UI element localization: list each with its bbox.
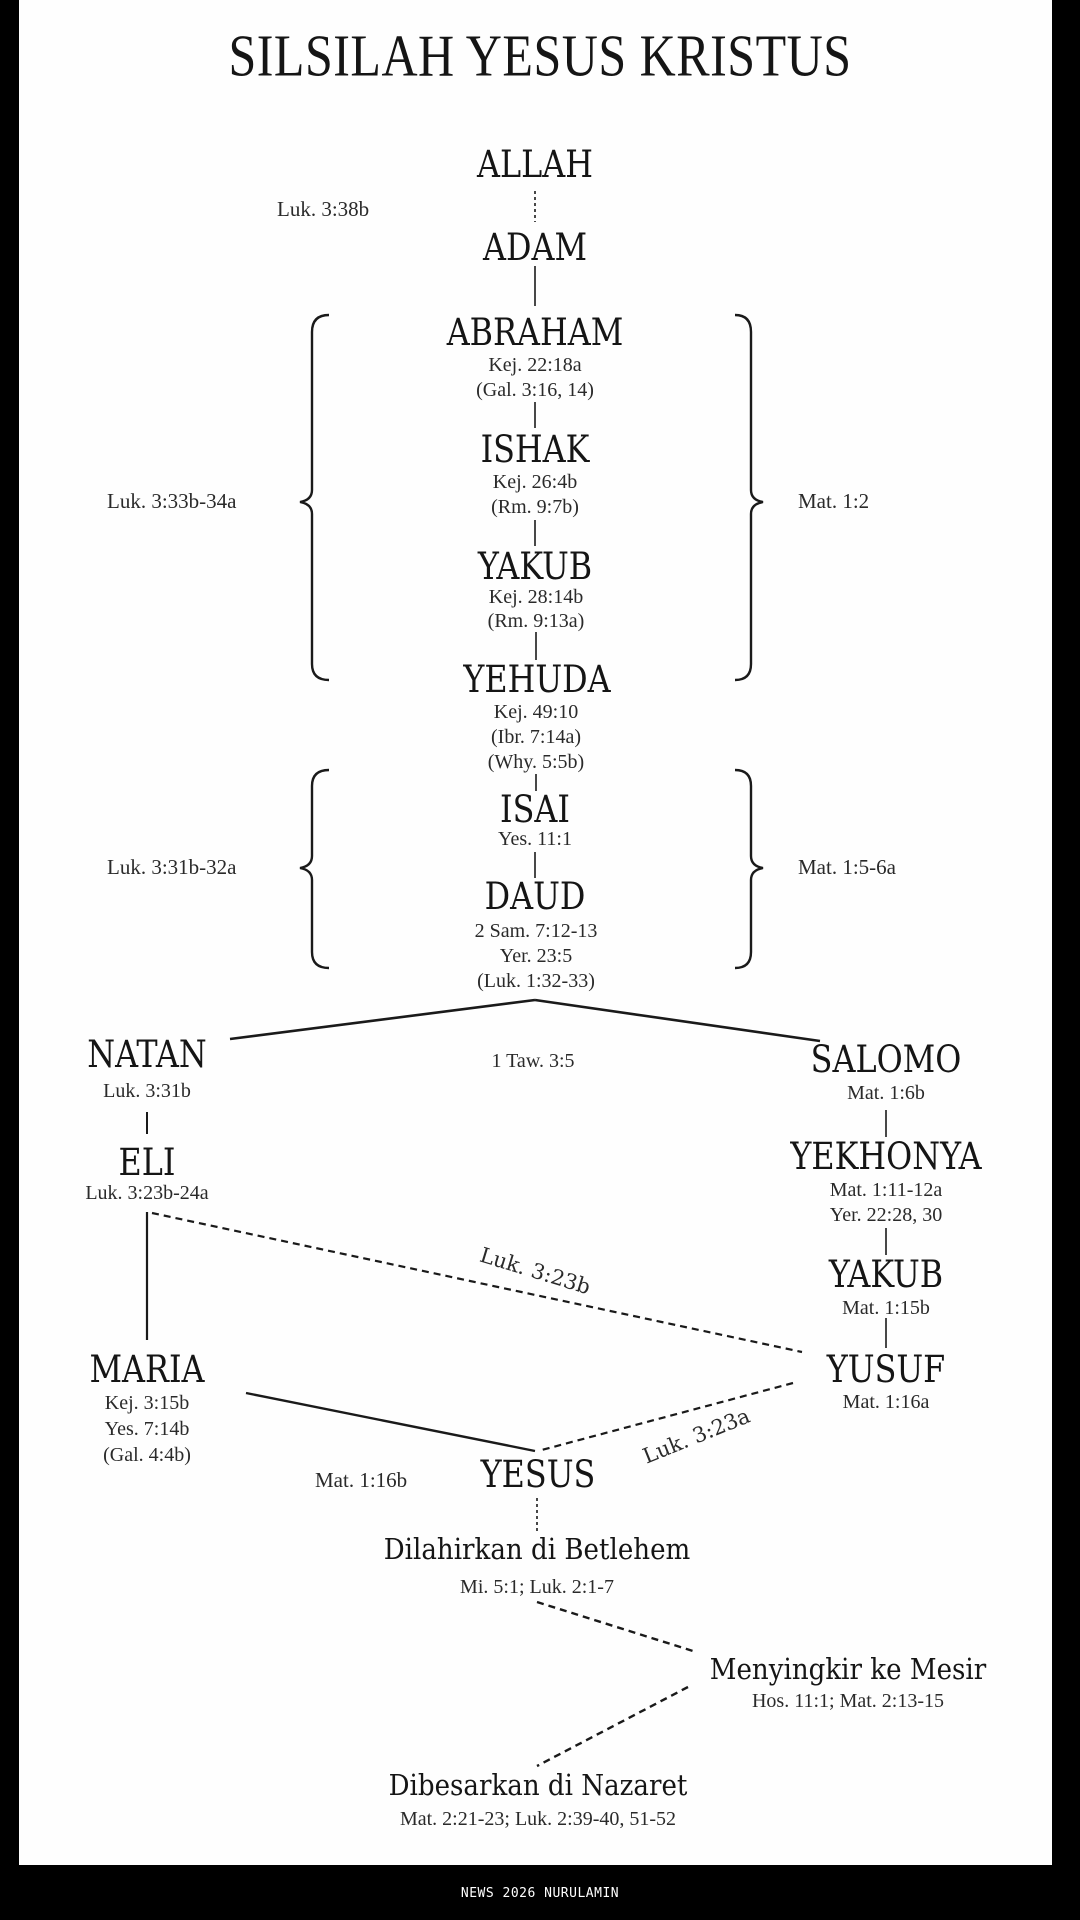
page-title: SILSILAH YESUS KRISTUS bbox=[228, 22, 852, 89]
eli-yusuf-dashed-line bbox=[151, 1211, 803, 1354]
person-maria: MARIA bbox=[89, 1348, 205, 1391]
person-abraham: ABRAHAM bbox=[446, 311, 624, 354]
person-yehuda: YEHUDA bbox=[463, 658, 611, 701]
daud-ref-2: Yer. 23:5 bbox=[499, 945, 573, 967]
person-salomo: SALOMO bbox=[810, 1038, 962, 1081]
person-adam: ADAM bbox=[482, 226, 588, 269]
event-raised-nazareth-refs: Mat. 2:21-23; Luk. 2:39-40, 51-52 bbox=[399, 1808, 677, 1830]
maria-ref-2: Yes. 7:14b bbox=[104, 1418, 190, 1440]
event-born-bethlehem: Dilahirkan di Betlehem bbox=[383, 1532, 691, 1566]
person-yusuf: YUSUF bbox=[826, 1348, 946, 1391]
person-isai: ISAI bbox=[500, 788, 570, 831]
maria-ref-3: (Gal. 4:4b) bbox=[103, 1444, 191, 1466]
daud-salomo-line bbox=[534, 998, 821, 1043]
daud-natan-line bbox=[229, 998, 536, 1041]
betlehem-mesir-dashed-line bbox=[536, 1600, 694, 1653]
yusuf-yesus-dashed-line bbox=[537, 1381, 794, 1453]
mesir-nazaret-dashed-line bbox=[536, 1685, 689, 1768]
ishak-ref-2: (Rm. 9:7b) bbox=[491, 496, 579, 518]
eli-ref-1: Luk. 3:23b-24a bbox=[85, 1182, 209, 1204]
abraham-ref-1: Kej. 22:18a bbox=[488, 354, 582, 376]
bracket-2-right-label: Mat. 1:5-6a bbox=[798, 855, 896, 879]
right-brace-2 bbox=[734, 768, 764, 970]
allah-adam-ref: Luk. 3:38b bbox=[277, 197, 370, 221]
salomo-ref-1: Mat. 1:6b bbox=[847, 1082, 925, 1104]
person-allah: ALLAH bbox=[477, 143, 593, 186]
branch-ref: 1 Taw. 3:5 bbox=[491, 1050, 575, 1072]
left-brace-2 bbox=[299, 768, 330, 970]
yekhonya-ref-1: Mat. 1:11-12a bbox=[829, 1179, 943, 1201]
event-flee-egypt: Menyingkir ke Mesir bbox=[709, 1652, 987, 1686]
bracket-1-left-label: Luk. 3:33b-34a bbox=[107, 489, 237, 513]
person-yekhonya: YEKHONYA bbox=[790, 1135, 982, 1178]
person-ishak: ISHAK bbox=[480, 428, 590, 471]
yakub-matthew-ref-1: Mat. 1:15b bbox=[842, 1297, 930, 1319]
isai-ref-1: Yes. 11:1 bbox=[498, 828, 572, 850]
yusuf-ref-1: Mat. 1:16a bbox=[842, 1391, 930, 1413]
watermark-footer: NEWS 2026 NURULAMIN bbox=[460, 1886, 620, 1901]
yehuda-ref-3: (Why. 5:5b) bbox=[487, 751, 585, 773]
right-brace-1 bbox=[734, 313, 764, 682]
person-yesus: YESUS bbox=[480, 1453, 596, 1496]
yesus-ref: Mat. 1:16b bbox=[315, 1468, 408, 1492]
event-born-bethlehem-refs: Mi. 5:1; Luk. 2:1-7 bbox=[460, 1576, 614, 1598]
person-daud: DAUD bbox=[484, 875, 586, 918]
person-natan: NATAN bbox=[87, 1033, 207, 1076]
yehuda-ref-1: Kej. 49:10 bbox=[493, 701, 579, 723]
left-brace-1 bbox=[299, 313, 330, 682]
person-yakub: YAKUB bbox=[477, 545, 593, 588]
person-yakub-matthew: YAKUB bbox=[828, 1253, 944, 1296]
maria-ref-1: Kej. 3:15b bbox=[104, 1392, 190, 1414]
abraham-ref-2: (Gal. 3:16, 14) bbox=[476, 379, 594, 401]
daud-ref-3: (Luk. 1:32-33) bbox=[477, 970, 595, 992]
maria-yesus-line bbox=[245, 1391, 536, 1453]
yehuda-ref-2: (Ibr. 7:14a) bbox=[491, 726, 581, 748]
yakub-ref-1: Kej. 28:14b bbox=[488, 586, 584, 608]
yekhonya-ref-2: Yer. 22:28, 30 bbox=[829, 1204, 943, 1226]
chart-panel bbox=[19, 0, 1052, 1865]
event-flee-egypt-refs: Hos. 11:1; Mat. 2:13-15 bbox=[751, 1690, 945, 1712]
bracket-1-right-label: Mat. 1:2 bbox=[798, 489, 870, 513]
natan-ref-1: Luk. 3:31b bbox=[103, 1080, 191, 1102]
bracket-2-left-label: Luk. 3:31b-32a bbox=[107, 855, 237, 879]
person-eli: ELI bbox=[118, 1141, 176, 1184]
yakub-ref-2: (Rm. 9:13a) bbox=[487, 610, 585, 632]
event-raised-nazareth: Dibesarkan di Nazaret bbox=[388, 1768, 688, 1802]
ishak-ref-1: Kej. 26:4b bbox=[492, 471, 578, 493]
daud-ref-1: 2 Sam. 7:12-13 bbox=[474, 920, 598, 942]
